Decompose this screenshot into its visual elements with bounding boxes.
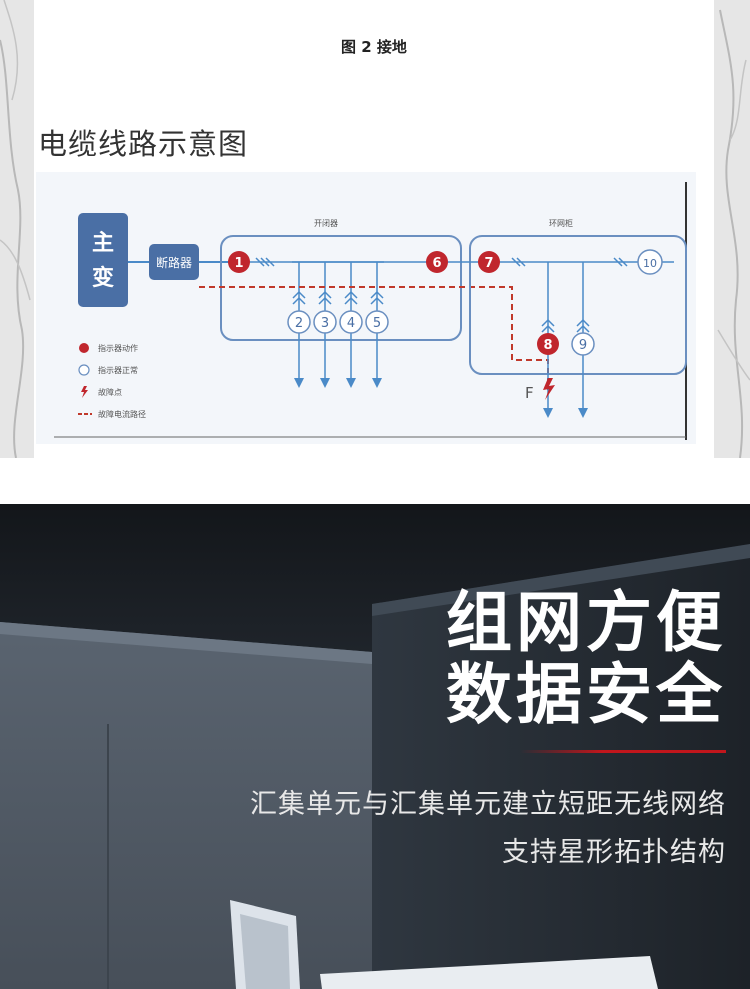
fault-lightning-icon xyxy=(543,378,555,400)
node-9 xyxy=(571,332,595,356)
svg-text:9: 9 xyxy=(579,338,587,353)
node-7 xyxy=(478,251,500,273)
headline-2: 数据安全 xyxy=(446,656,726,733)
diagram-title: 电缆线路示意图 xyxy=(38,127,249,161)
legend-lightning-icon xyxy=(81,386,88,398)
node-8 xyxy=(537,333,559,355)
ring-cabinet-label: 环网柜 xyxy=(549,218,573,228)
svg-text:10: 10 xyxy=(643,257,657,270)
main-transformer-label-1: 主 xyxy=(92,231,114,256)
ring-cabinet-box xyxy=(469,235,687,375)
right-cabinet xyxy=(372,544,750,989)
legend-item-1: 指示器动作 xyxy=(98,343,138,353)
document-page: 图 2 接地 电缆线路示意图 主 变 断路器 开闭器 xyxy=(34,0,714,458)
cable-line-diagram: 主 变 断路器 开闭器 xyxy=(36,172,696,444)
svg-text:4: 4 xyxy=(347,316,355,331)
svg-text:5: 5 xyxy=(373,316,381,331)
figure-caption: 图 2 接地 xyxy=(341,38,407,56)
device-body xyxy=(320,956,658,989)
section-spacer xyxy=(0,458,750,504)
subtitle-2: 支持星形拓扑结构 xyxy=(502,837,726,868)
breaker-box xyxy=(149,244,199,280)
svg-text:6: 6 xyxy=(432,256,441,271)
node-5 xyxy=(365,310,389,334)
accent-divider xyxy=(520,750,726,753)
svg-text:7: 7 xyxy=(484,256,493,271)
headline-1: 组网方便 xyxy=(446,584,726,661)
document-section: 图 2 接地 电缆线路示意图 主 变 断路器 开闭器 xyxy=(0,0,750,458)
svg-text:2: 2 xyxy=(295,316,303,331)
node-3 xyxy=(313,310,337,334)
node-6 xyxy=(426,251,448,273)
node-10 xyxy=(637,249,663,275)
legend-item-4: 故障电流路径 xyxy=(98,409,146,419)
active-indicator-nodes: 1 6 7 8 xyxy=(228,251,559,355)
legend-item-2: 指示器正常 xyxy=(98,365,138,375)
main-transformer-box xyxy=(78,213,128,307)
diagram-panel xyxy=(36,172,696,444)
normal-indicator-nodes: 2 3 4 5 9 10 xyxy=(287,249,663,356)
node-1 xyxy=(228,251,250,273)
main-transformer-label-2: 变 xyxy=(92,265,114,291)
switch-group-label: 开闭器 xyxy=(314,219,338,228)
svg-text:1: 1 xyxy=(234,256,243,271)
svg-text:8: 8 xyxy=(543,338,552,353)
breaker-label: 断路器 xyxy=(156,255,192,270)
left-cabinet xyxy=(0,622,372,989)
fault-label: F xyxy=(525,384,534,402)
subtitle-1: 汇集单元与汇集单元建立短距无线网络 xyxy=(250,789,726,820)
legend-item-3: 故障点 xyxy=(98,387,122,397)
node-4 xyxy=(339,310,363,334)
node-2 xyxy=(287,310,311,334)
svg-text:3: 3 xyxy=(321,316,329,331)
diagram-legend: 指示器动作 指示器正常 故障点 故障电流路径 xyxy=(78,343,146,419)
cabinet-background-scene xyxy=(0,504,750,989)
promo-section: 组网方便 数据安全 汇集单元与汇集单元建立短距无线网络 支持星形拓扑结构 xyxy=(0,504,750,989)
